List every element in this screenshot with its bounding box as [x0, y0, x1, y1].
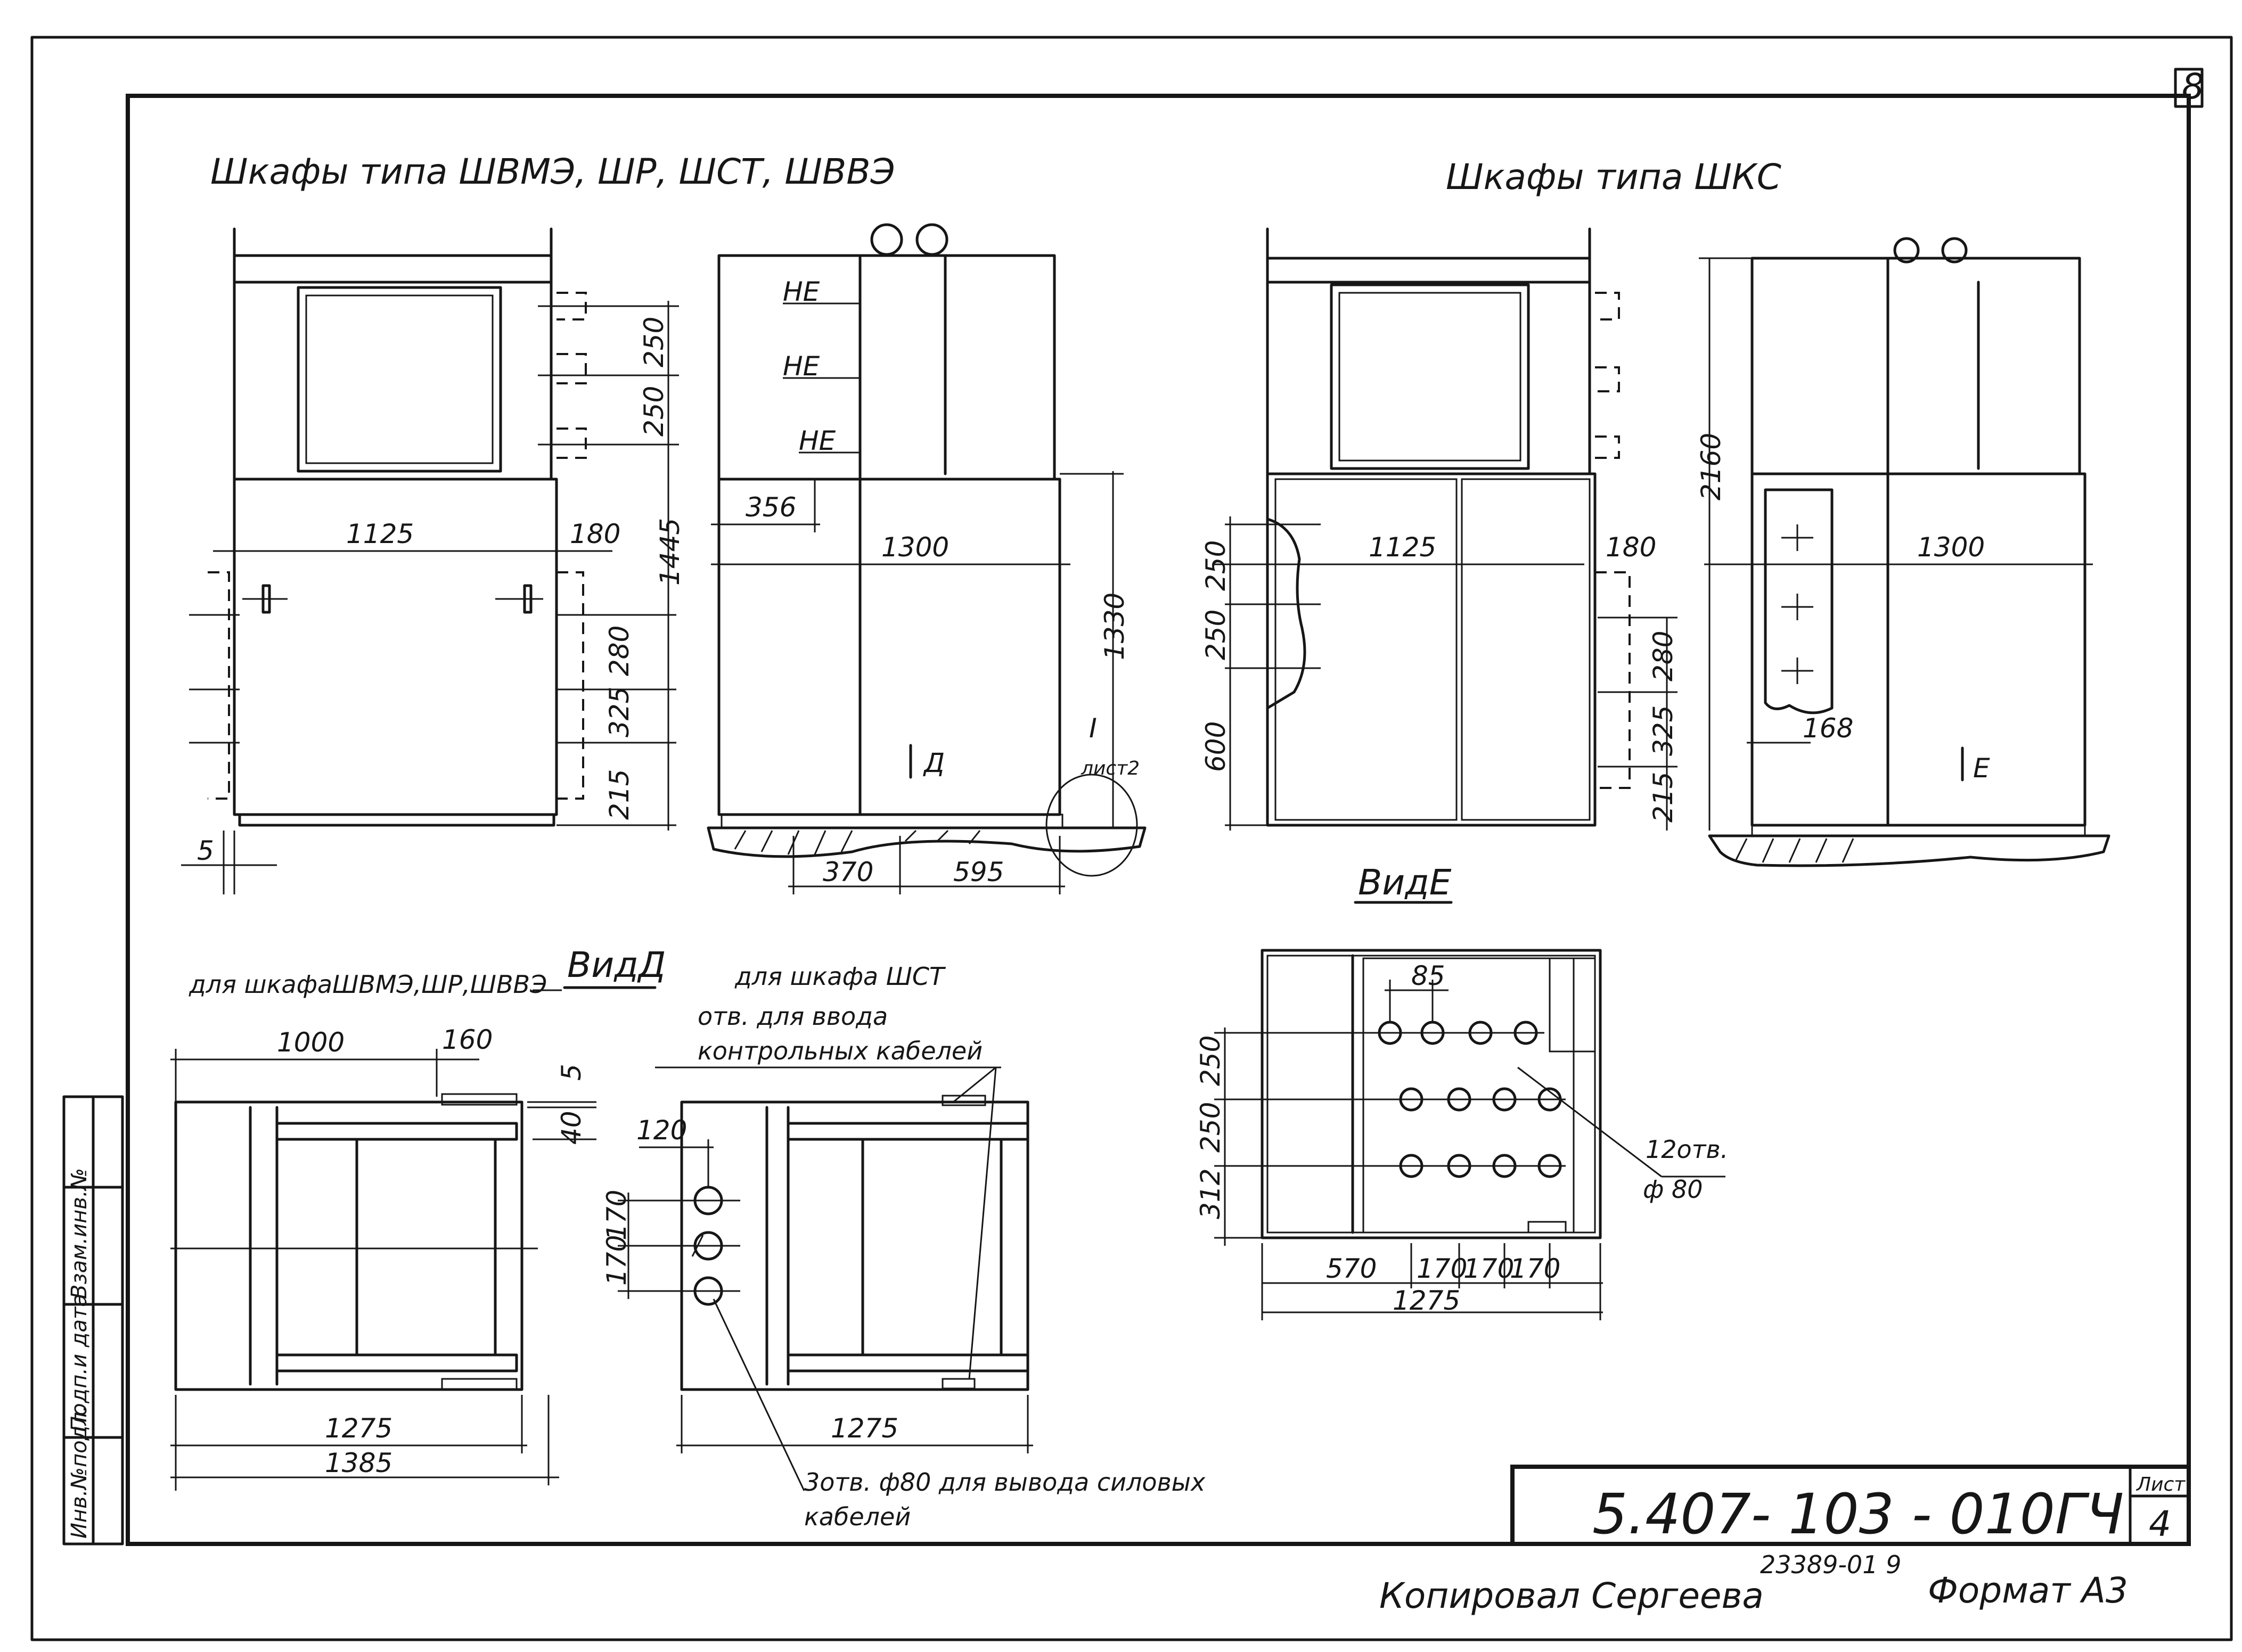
- view-side-right: 1300 2160 168 Е: [1696, 237, 2110, 867]
- dim-168: 168: [1803, 713, 1853, 744]
- dim-170-e1: 170: [1417, 1253, 1467, 1284]
- dim-1385: 1385: [325, 1448, 392, 1478]
- title-right-group: Шкафы типа ШКС: [1446, 157, 1781, 198]
- dim-280-right: 280: [1648, 631, 1679, 681]
- dim-250b-right: 250: [1200, 610, 1231, 660]
- view-d-for-note: для шкафаШВМЭ,ШР,ШВВЭ: [189, 970, 547, 999]
- holes-note-1: 12отв.: [1646, 1135, 1728, 1164]
- view-e: 250 250 312 85 570 170 170 170 1275 12от…: [1195, 949, 1728, 1320]
- view-shst: для шкафа ШСТ отв. для ввода контрольных…: [601, 962, 1206, 1531]
- dim-180: 180: [570, 519, 620, 549]
- dim-85: 85: [1411, 960, 1445, 991]
- ground-symbol-2: НЕ: [783, 351, 820, 382]
- dim-250a-e: 250: [1195, 1035, 1226, 1086]
- corner-mark: 8: [2182, 66, 2204, 107]
- title-left-group: Шкафы типа ШВМЭ, ШР, ШСТ, ШВВЭ: [210, 151, 895, 192]
- shst-note-2: отв. для ввода: [698, 1002, 888, 1031]
- arrow-d: Д: [923, 747, 945, 778]
- dim-170-e3: 170: [1510, 1253, 1560, 1284]
- stamp-sign-date: Подп.и дата: [67, 1294, 92, 1432]
- dim-250-top: 250: [639, 317, 669, 367]
- ground-symbol-1: НЕ: [783, 276, 820, 307]
- dim-1125: 1125: [346, 519, 414, 549]
- shst-note-1: для шкафа ШСТ: [734, 962, 946, 991]
- dim-1445: 1445: [654, 518, 685, 586]
- dim-370: 370: [823, 857, 873, 887]
- power-note-2: кабелей: [804, 1502, 911, 1531]
- dim-1300: 1300: [881, 532, 949, 563]
- view-d-label: ВидД: [567, 944, 666, 985]
- stamp-inventory-original: Инв.№подл.: [67, 1405, 92, 1539]
- dim-356: 356: [746, 492, 796, 523]
- dim-1000: 1000: [277, 1027, 345, 1058]
- view-d: для шкафаШВМЭ,ШР,ШВВЭ ВидД 1000 160 5 40…: [170, 944, 666, 1491]
- dim-5: 5: [197, 835, 214, 866]
- arrow-e: Е: [1973, 753, 1990, 784]
- power-note-1: 3отв. ф80 для вывода силовых: [804, 1468, 1206, 1497]
- dim-595: 595: [953, 857, 1004, 887]
- dim-250b-e: 250: [1195, 1102, 1226, 1153]
- dim-170-e2: 170: [1463, 1253, 1514, 1284]
- dim-170a: 170: [601, 1190, 632, 1240]
- view-front-left: 1125 180 250 250 1445 280 325 215 5: [181, 227, 685, 894]
- inventory-number: 23389-01 9: [1760, 1550, 1901, 1579]
- dim-250: 250: [639, 386, 669, 437]
- dim-570: 570: [1326, 1253, 1377, 1284]
- dim-280: 280: [604, 626, 635, 676]
- copied-by: Копировал Сергеева: [1379, 1575, 1764, 1616]
- list-number: 4: [2149, 1503, 2171, 1544]
- view-side-left: НЕ НЕ НЕ 356 1300 1330 Д I лист2 370 595: [707, 223, 1147, 894]
- dim-170b: 170: [601, 1235, 632, 1286]
- dim-2160: 2160: [1696, 433, 1726, 500]
- dim-1300-right: 1300: [1917, 532, 1985, 563]
- view-e-label: ВидЕ: [1358, 862, 1452, 903]
- dim-600-right: 600: [1200, 721, 1231, 772]
- dim-40: 40: [556, 1111, 587, 1145]
- shst-note-3: контрольных кабелей: [698, 1037, 983, 1065]
- dim-5-d: 5: [556, 1064, 587, 1081]
- sheet-frame: 8: [30, 36, 2233, 1641]
- dim-1275-shst: 1275: [831, 1413, 898, 1444]
- dim-215-right: 215: [1648, 772, 1679, 823]
- dim-215: 215: [604, 769, 635, 820]
- list-label: Лист: [2135, 1474, 2186, 1495]
- dim-1275-e: 1275: [1393, 1285, 1460, 1316]
- dim-250-right: 250: [1200, 540, 1231, 591]
- side-stamp: Инв.№подл. Подп.и дата Взам.инв.№: [62, 1095, 124, 1546]
- dim-120: 120: [636, 1115, 687, 1146]
- dim-160: 160: [442, 1024, 493, 1055]
- sheet-ref-mark: I: [1089, 713, 1097, 744]
- dim-325-right: 325: [1648, 705, 1679, 756]
- view-front-right: 1125 180 250 250 600 280 325 215 ВидЕ: [1200, 227, 1679, 904]
- dim-1330: 1330: [1099, 593, 1130, 660]
- sheet-ref: лист2: [1081, 758, 1140, 779]
- stamp-replaced-inventory: Взам.инв.№: [67, 1168, 92, 1299]
- dim-325: 325: [604, 687, 635, 737]
- ground-symbol-3: НЕ: [799, 425, 836, 456]
- format-label: Формат А3: [1928, 1570, 2128, 1611]
- dim-180-right: 180: [1606, 532, 1656, 563]
- title-block: 5.407- 103 - 010ГЧ Лист 4 23389-01 9 Коп…: [1379, 1465, 2191, 1616]
- drawing-code: 5.407- 103 - 010ГЧ: [1592, 1482, 2124, 1547]
- dim-312: 312: [1195, 1169, 1226, 1219]
- dim-1275-d: 1275: [325, 1413, 392, 1444]
- holes-note-2: ф 80: [1643, 1175, 1703, 1204]
- dim-1125-right: 1125: [1369, 532, 1436, 563]
